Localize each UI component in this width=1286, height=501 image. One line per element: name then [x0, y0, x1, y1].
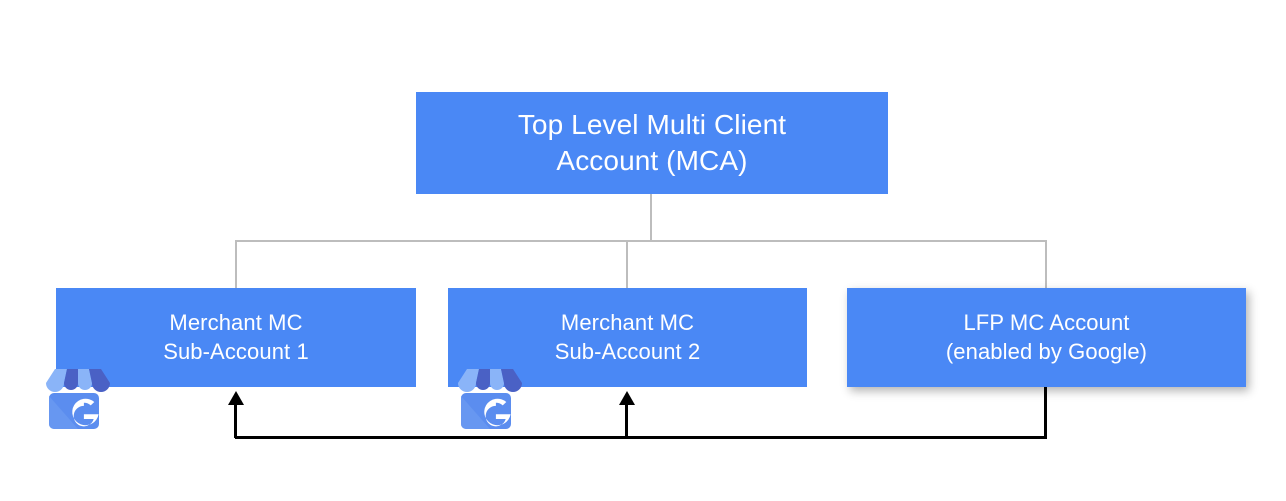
feedback-riser-from-lfp	[1044, 387, 1047, 439]
node-label-line: Sub-Account 1	[163, 338, 309, 364]
node-lfp-mc-account[interactable]: LFP MC Account (enabled by Google)	[847, 288, 1246, 387]
feedback-arm-to-merchant-1	[234, 400, 237, 438]
google-my-business-store-icon	[458, 369, 522, 429]
arrowhead-into-merchant-2-icon	[619, 391, 635, 405]
connector-drop-to-merchant-1	[235, 240, 237, 289]
node-top-level-mca[interactable]: Top Level Multi Client Account (MCA)	[416, 92, 888, 194]
node-label-line: (enabled by Google)	[945, 338, 1148, 364]
node-label-line: Top Level Multi Client	[517, 109, 787, 141]
feedback-arm-to-merchant-2	[625, 400, 628, 438]
arrowhead-into-merchant-1-icon	[228, 391, 244, 405]
node-label-line: LFP MC Account	[963, 310, 1130, 336]
node-label-line: Merchant MC	[560, 310, 695, 336]
connector-drop-to-merchant-2	[626, 240, 628, 289]
google-my-business-store-icon	[46, 369, 110, 429]
connector-horizontal-bus	[235, 240, 1047, 242]
node-label-line: Sub-Account 2	[554, 338, 701, 364]
node-label-line: Account (MCA)	[556, 145, 748, 176]
node-label-line: Merchant MC	[169, 310, 303, 336]
node-merchant-mc-sub-account-1[interactable]: Merchant MC Sub-Account 1	[56, 288, 416, 387]
connector-drop-to-lfp	[1045, 240, 1047, 289]
connector-mca-stem	[650, 194, 652, 242]
feedback-horizontal-bus	[235, 436, 1047, 439]
